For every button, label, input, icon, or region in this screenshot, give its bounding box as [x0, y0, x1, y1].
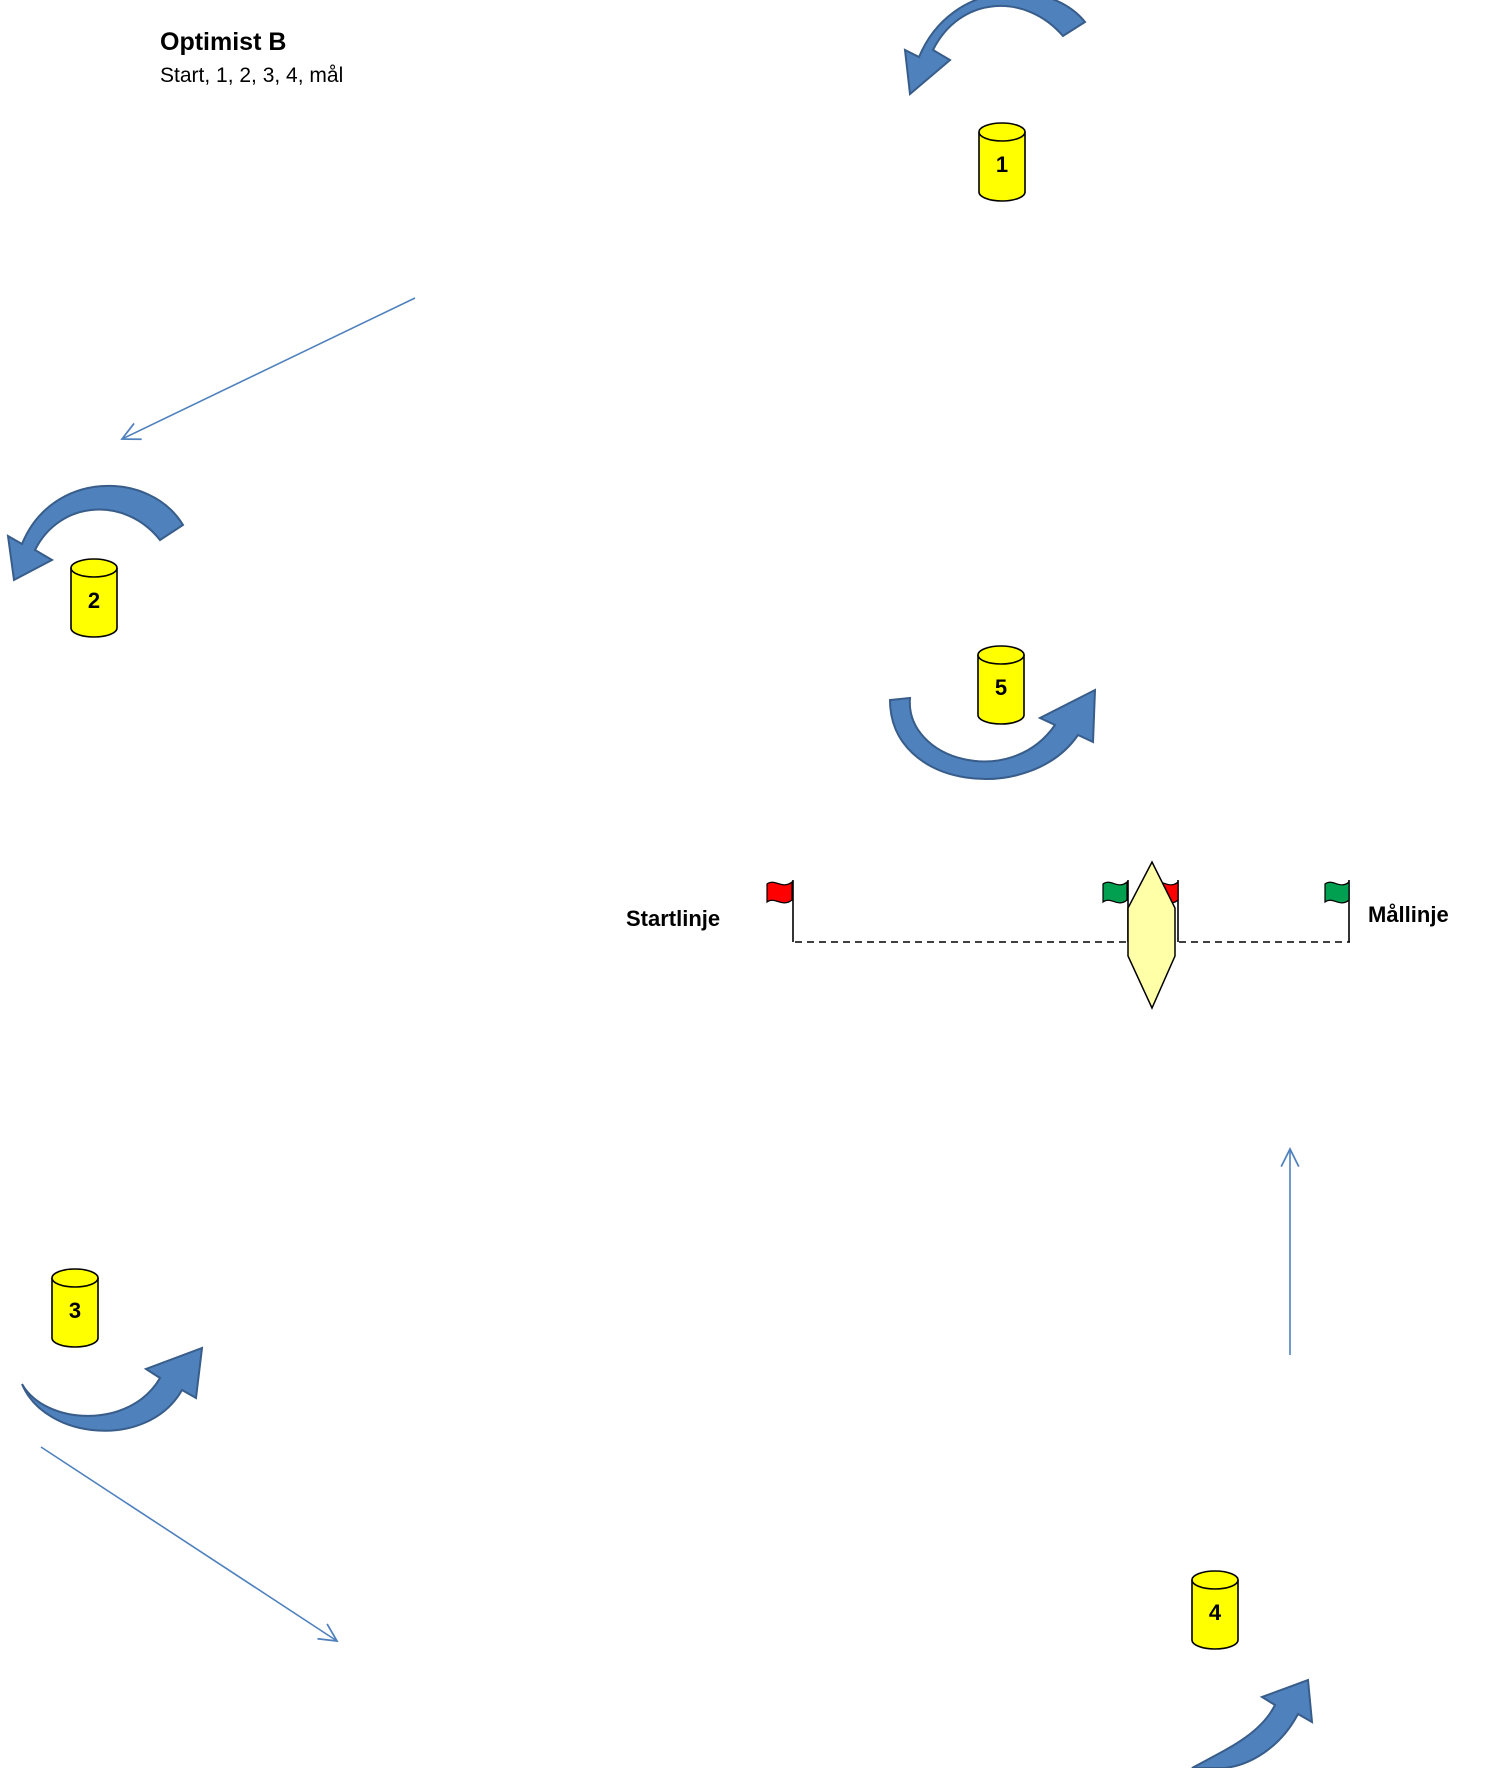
- buoy-4-number: 4: [1209, 1600, 1222, 1625]
- buoy-4: 4: [1191, 1570, 1239, 1650]
- finish-line-label: Mållinje: [1368, 902, 1449, 927]
- buoy-2-number: 2: [88, 588, 100, 613]
- rounding-arrow-3: [21, 1346, 204, 1432]
- buoy-1: 1: [978, 122, 1026, 202]
- rounding-arrow-1: [903, 0, 1087, 96]
- course-leg-3-4: [40, 1446, 339, 1643]
- rounding-arrow-2: [6, 484, 185, 582]
- buoy-3-number: 3: [69, 1298, 81, 1323]
- rounding-arrow-5: [888, 688, 1097, 780]
- rounding-arrow-4: [1191, 1678, 1314, 1768]
- buoy-5: 5: [977, 645, 1025, 725]
- buoy-5-number: 5: [995, 675, 1007, 700]
- buoy-2: 2: [70, 558, 118, 638]
- red-flag-start-pin: [766, 880, 793, 904]
- buoy-3: 3: [51, 1268, 99, 1348]
- green-flag-committee: [1102, 880, 1128, 904]
- course-sequence: Start, 1, 2, 3, 4, mål: [160, 64, 344, 87]
- course-leg-1-2: [120, 297, 416, 441]
- green-flag-finish-pin: [1324, 880, 1350, 904]
- start-line-label: Startlinje: [626, 906, 721, 931]
- committee-boat: [1127, 860, 1176, 1010]
- page-title: Optimist B: [160, 28, 287, 56]
- buoy-1-number: 1: [996, 152, 1008, 177]
